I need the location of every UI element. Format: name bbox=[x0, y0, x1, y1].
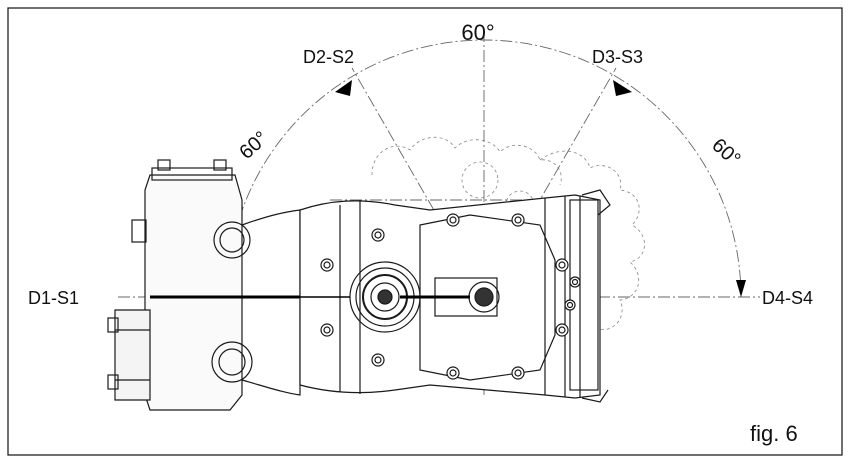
angle-label-right: 60° bbox=[707, 134, 744, 171]
position-label-d1: D1-S1 bbox=[28, 288, 79, 308]
angle-label-left: 60° bbox=[235, 127, 272, 164]
gearbox-drawing bbox=[107, 159, 611, 411]
position-label-d2: D2-S2 bbox=[303, 47, 354, 67]
frame-border bbox=[7, 7, 843, 456]
angle-label-top: 60° bbox=[461, 20, 494, 45]
position-label-d3: D3-S3 bbox=[592, 47, 643, 67]
position-label-d4: D4-S4 bbox=[762, 288, 813, 308]
housing-bolts bbox=[320, 213, 581, 380]
figure-caption: fig. 6 bbox=[750, 421, 798, 446]
